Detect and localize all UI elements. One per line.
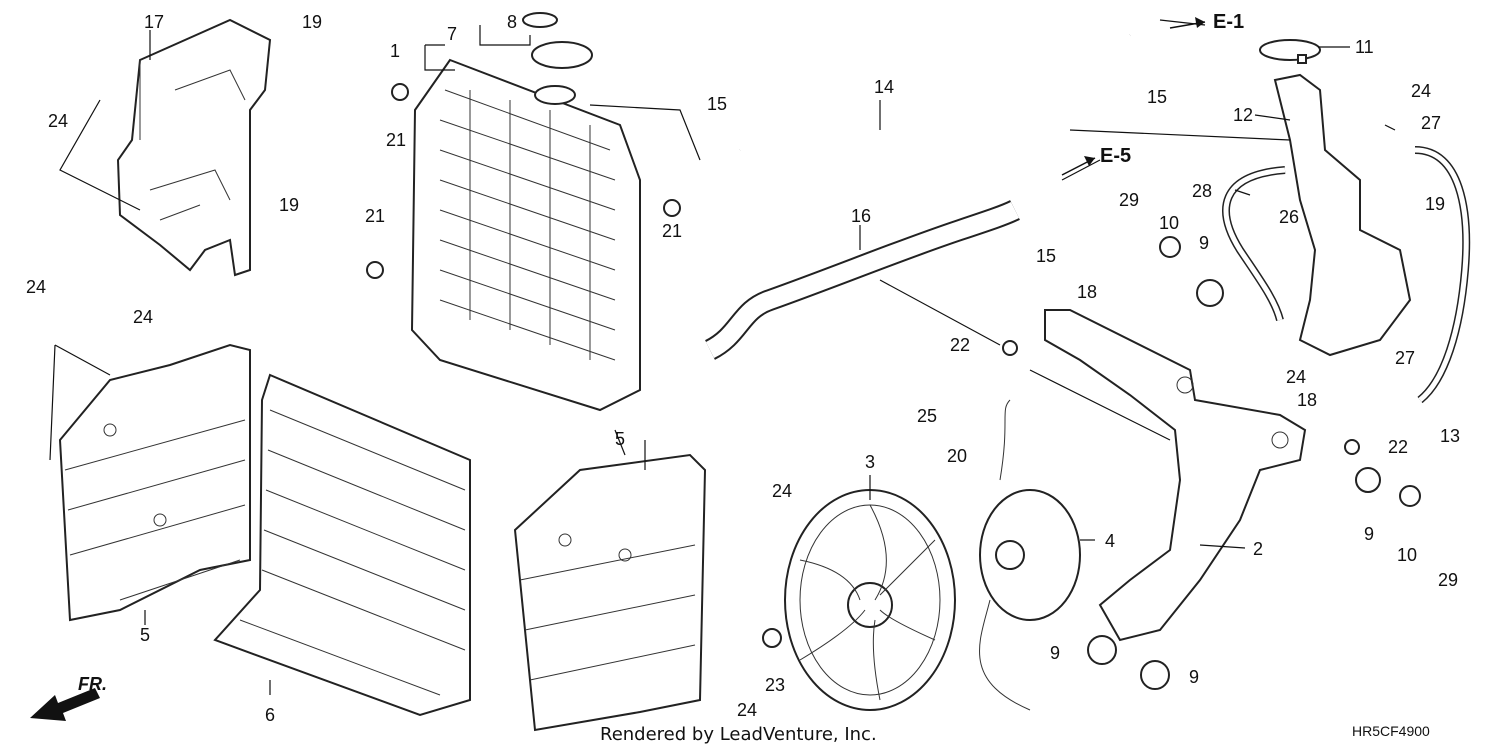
callout: 9 <box>1189 667 1199 687</box>
part-louver-grille <box>213 373 471 717</box>
callout: 10 <box>1397 545 1417 565</box>
callout: 24 <box>1411 81 1431 101</box>
callout: 21 <box>365 206 385 226</box>
part-fan-motor <box>979 399 1081 711</box>
callout: 15 <box>707 94 727 114</box>
callout: 8 <box>507 12 517 32</box>
callout: 5 <box>615 429 625 449</box>
part-right-shroud-panel <box>513 453 707 732</box>
callout: 26 <box>1279 207 1299 227</box>
callout: 19 <box>279 195 299 215</box>
callout: 24 <box>772 481 792 501</box>
part-radiator <box>410 58 641 412</box>
callout: 16 <box>851 206 871 226</box>
callout: 17 <box>144 12 164 32</box>
callout: 19 <box>1425 194 1445 214</box>
callout: 18 <box>1297 390 1317 410</box>
callout-labels: 17 19 24 19 1 7 8 21 21 15 14 15 16 21 1… <box>26 12 1460 725</box>
callout: 23 <box>765 675 785 695</box>
callout: 9 <box>1364 524 1374 544</box>
callout: 6 <box>265 705 275 725</box>
callout: 15 <box>1036 246 1056 266</box>
callout: 11 <box>1355 37 1374 57</box>
callout: 4 <box>1105 531 1115 551</box>
callout: 1 <box>390 41 400 61</box>
callout: 19 <box>302 12 322 32</box>
part-overflow-tubes <box>1222 146 1471 404</box>
callout: 13 <box>1440 426 1460 446</box>
callout: 25 <box>917 406 937 426</box>
ref-e1[interactable]: E-1 <box>1169 11 1244 33</box>
part-radiator-cap <box>522 12 593 105</box>
callout: 24 <box>26 277 46 297</box>
callout: 14 <box>874 77 894 97</box>
part-upper-shroud <box>116 18 272 277</box>
part-upper-hose <box>735 28 1133 156</box>
callout: 29 <box>1119 190 1139 210</box>
callout: 22 <box>950 335 970 355</box>
front-direction-arrow: FR. <box>30 674 107 721</box>
callout: 15 <box>1147 87 1167 107</box>
callout: 5 <box>140 625 150 645</box>
callout: 10 <box>1159 213 1179 233</box>
callout: 21 <box>386 130 406 150</box>
part-lower-hose <box>704 200 1020 360</box>
callout: 20 <box>947 446 967 466</box>
callout: 18 <box>1077 282 1097 302</box>
callout: 7 <box>447 24 457 44</box>
callout: 9 <box>1199 233 1209 253</box>
part-left-shroud-panel <box>58 343 251 622</box>
ref-e5[interactable]: E-5 <box>1061 145 1131 176</box>
callout: 22 <box>1388 437 1408 457</box>
callout: 24 <box>48 111 68 131</box>
callout: 9 <box>1050 643 1060 663</box>
callout: 27 <box>1421 113 1441 133</box>
callout: 24 <box>1286 367 1306 387</box>
front-direction-label: FR. <box>78 674 107 694</box>
part-cooling-fan <box>784 489 956 711</box>
callout: 3 <box>865 452 875 472</box>
callout: 29 <box>1438 570 1458 590</box>
callout: 24 <box>133 307 153 327</box>
ref-e5-label: E-5 <box>1100 145 1131 167</box>
callout: 27 <box>1395 348 1415 368</box>
callout: 21 <box>662 221 682 241</box>
part-reservoir-tank <box>1259 39 1412 357</box>
callout: 24 <box>737 700 757 720</box>
callout: 12 <box>1233 105 1253 125</box>
ref-e1-label: E-1 <box>1213 11 1244 33</box>
leader-lines <box>49 19 1396 695</box>
callout: 2 <box>1253 539 1263 559</box>
callout: 28 <box>1192 181 1212 201</box>
rendered-by-text: Rendered by LeadVenture, Inc. <box>600 724 877 745</box>
part-fasteners <box>366 54 1421 690</box>
part-fan-bracket <box>1044 309 1307 642</box>
diagram-code: HR5CF4900 <box>1352 723 1430 739</box>
